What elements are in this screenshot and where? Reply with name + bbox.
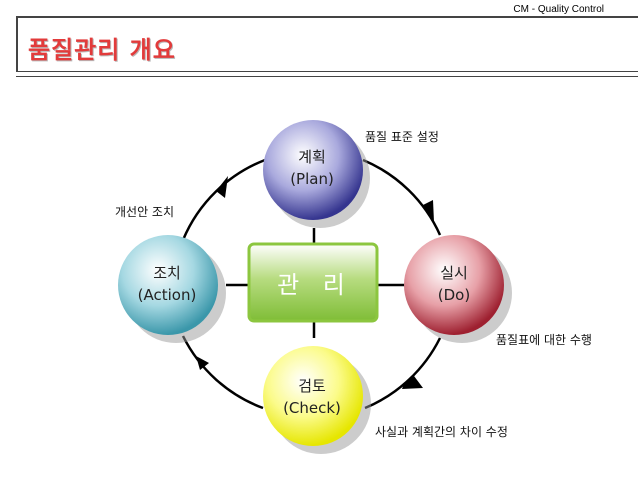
node-check-line2: (Check) — [283, 399, 341, 417]
annotation-plan-to-do: 품질 표준 설정 — [365, 130, 439, 144]
cycle-arcs — [181, 158, 442, 410]
node-plan-line2: (Plan) — [290, 170, 334, 188]
node-action-line2: (Action) — [138, 286, 197, 304]
node-do: 실시 (Do) — [404, 235, 512, 343]
center-connectors — [226, 228, 405, 338]
node-plan-line1: 계획 — [298, 148, 326, 166]
node-check-line1: 검토 — [298, 377, 326, 395]
node-action: 조치 (Action) — [118, 235, 226, 343]
 — [402, 376, 423, 389]
node-action-line1: 조치 — [153, 264, 181, 282]
arrowhead-do-icon — [423, 200, 434, 222]
node-check: 검토 (Check) — [263, 346, 371, 454]
cycle-arrowheads — [196, 176, 434, 389]
node-plan: 계획 (Plan) — [263, 120, 370, 228]
center-box — [247, 242, 379, 323]
page-title: 품질관리 개요 — [28, 36, 176, 64]
annotation-check-to-action: 사실과 계획간의 차이 수정 — [375, 425, 508, 439]
node-do-line1: 실시 — [440, 264, 468, 282]
arc-check-to-action — [181, 335, 264, 410]
arrowhead-plan-icon — [216, 176, 228, 198]
header-label: CM - Quality Control — [513, 4, 604, 15]
arc-do-to-check — [364, 337, 442, 410]
title-bar — [16, 16, 638, 77]
arc-plan-to-do — [362, 158, 442, 236]
arrowhead-action-icon — [196, 356, 209, 370]
arc-action-to-plan — [181, 158, 266, 241]
annotation-action-to-plan: 개선안 조치 — [115, 205, 174, 219]
node-do-line2: (Do) — [438, 286, 470, 304]
annotation-do-to-check: 품질표에 대한 수행 — [496, 332, 592, 347]
center-label: 관 리 — [277, 271, 353, 299]
